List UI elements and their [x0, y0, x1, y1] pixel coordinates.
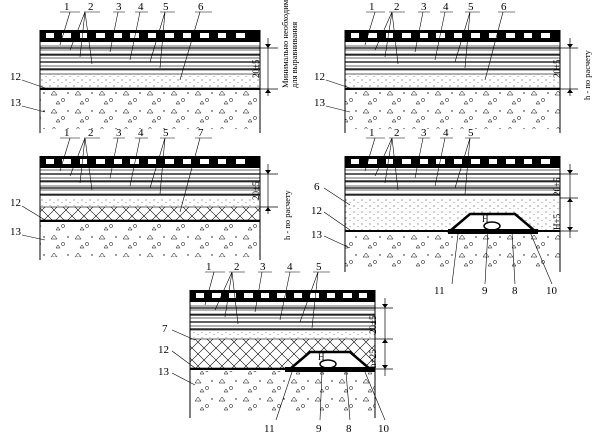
callout-b-6: 6: [501, 1, 507, 13]
callout-b-13: 13: [314, 97, 326, 109]
callout-d-9: 9: [482, 285, 488, 297]
callout-e-10: 10: [378, 423, 390, 435]
callout-b-12: 12: [314, 71, 325, 83]
note-c: h - по расчету: [282, 189, 292, 240]
panel-a: 1 2 3 4 5 6 12 13 20±5 Минимально необхо…: [10, 0, 299, 133]
callout-a-2: 2: [88, 1, 94, 13]
callout-b-1: 1: [369, 1, 375, 13]
callout-d-11: 11: [434, 285, 445, 297]
h-mark-d: H: [482, 214, 489, 224]
callout-a-3: 3: [116, 1, 122, 13]
callout-e-5: 5: [316, 261, 322, 273]
callout-b-5: 5: [468, 1, 474, 13]
callout-d-6: 6: [314, 181, 320, 193]
callout-d-10: 10: [546, 285, 558, 297]
callout-d-13: 13: [311, 229, 323, 241]
callout-e-8: 8: [346, 423, 352, 435]
panel-c: 1 2 3 4 5 7 12 13 20±5 h - по расчету: [10, 127, 292, 260]
dim2-e: h+25: [368, 349, 378, 368]
callout-c-12: 12: [10, 197, 21, 209]
note-a-line-1: Минимально необходимый: [280, 0, 290, 88]
callout-a-1: 1: [64, 1, 70, 13]
dim-e: 20±5: [368, 315, 378, 334]
note-b: h - по расчету: [582, 49, 592, 100]
callout-e-13: 13: [158, 366, 170, 378]
callout-c-5: 5: [163, 127, 169, 139]
callout-d-5: 5: [468, 127, 474, 139]
callout-e-3: 3: [260, 261, 266, 273]
callout-c-7: 7: [198, 127, 204, 139]
callout-b-4: 4: [443, 1, 449, 13]
callout-d-8: 8: [512, 285, 518, 297]
callout-d-3: 3: [421, 127, 427, 139]
h-mark-e: H: [318, 352, 325, 362]
callout-c-2: 2: [88, 127, 94, 139]
note-a-line-2: для выравнивания: [289, 22, 299, 88]
dim2-d: H+5: [552, 213, 562, 230]
callout-e-4: 4: [287, 261, 293, 273]
callout-e-1: 1: [206, 261, 212, 273]
callout-c-4: 4: [138, 127, 144, 139]
callout-d-2: 2: [394, 127, 400, 139]
panel-d: 1 2 3 4 5 6 12 13 11 9 8 10 H 20±5 H+5: [311, 127, 578, 297]
callout-b-2: 2: [394, 1, 400, 13]
callout-c-1: 1: [64, 127, 70, 139]
callout-e-2: 2: [234, 261, 240, 273]
dim-d: 20±5: [552, 177, 562, 196]
callout-d-1: 1: [369, 127, 375, 139]
panel-b: 1 2 3 4 5 6 12 13 20±5 h - по расчету: [314, 1, 592, 133]
callout-e-12: 12: [158, 344, 169, 356]
dim-b: 20±5: [552, 59, 562, 78]
callout-d-12: 12: [311, 205, 322, 217]
callout-a-13: 13: [10, 97, 22, 109]
callout-d-4: 4: [443, 127, 449, 139]
callout-a-5: 5: [163, 1, 169, 13]
dim-a: 20±5: [251, 59, 261, 78]
callout-a-6: 6: [198, 1, 204, 13]
dim-c: 20±5: [251, 181, 261, 200]
callout-c-13: 13: [10, 226, 22, 238]
callout-e-11: 11: [264, 423, 275, 435]
callout-e-7: 7: [162, 323, 168, 335]
callout-a-12: 12: [10, 71, 21, 83]
callout-a-4: 4: [138, 1, 144, 13]
callout-c-3: 3: [116, 127, 122, 139]
callout-b-3: 3: [421, 1, 427, 13]
callout-e-9: 9: [316, 423, 322, 435]
panel-e: 1 2 3 4 5 7 12 13 11 9 8 10 H 20±5 h+25: [158, 261, 393, 435]
